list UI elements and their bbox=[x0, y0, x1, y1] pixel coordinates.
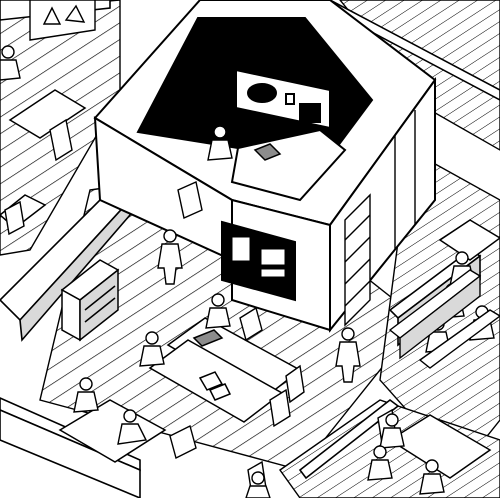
display-screen-3 bbox=[261, 269, 285, 277]
wall-bottom-right bbox=[298, 398, 400, 480]
bench-right bbox=[388, 269, 500, 369]
tables bbox=[0, 89, 500, 479]
wall-art-circle bbox=[247, 83, 277, 103]
chair-1 bbox=[239, 306, 263, 342]
meeting-cube bbox=[93, 0, 437, 333]
papers-3 bbox=[208, 383, 232, 401]
papers-1 bbox=[192, 329, 224, 347]
chair-4 bbox=[169, 424, 197, 460]
wall-left-long-face bbox=[19, 197, 131, 342]
chair-2 bbox=[285, 364, 305, 404]
wall-art-box bbox=[299, 103, 321, 123]
table-left-top bbox=[8, 89, 87, 139]
chair-5 bbox=[49, 118, 73, 162]
person-standing-right bbox=[335, 327, 361, 383]
person-standing-center bbox=[157, 229, 183, 285]
filing-cabinet bbox=[60, 259, 120, 342]
chair-3 bbox=[269, 388, 291, 428]
person-seated-bottom-right-3 bbox=[419, 459, 445, 495]
person-seated-bottom-right-2 bbox=[367, 445, 393, 481]
person-seated-table-2 bbox=[139, 331, 165, 367]
person-seated-bottom-2 bbox=[117, 409, 148, 445]
display-screen-2 bbox=[261, 249, 285, 265]
person-seated-bottom-center bbox=[245, 471, 271, 498]
person-seated-top-left bbox=[0, 45, 21, 81]
person-seated-cube bbox=[207, 125, 233, 161]
cube-side-shelves bbox=[344, 193, 371, 327]
person-seated-table-1 bbox=[205, 293, 231, 329]
interior-paper bbox=[253, 143, 282, 161]
wall-poster bbox=[29, 0, 96, 41]
papers-2 bbox=[198, 371, 224, 391]
chair-6 bbox=[4, 200, 25, 236]
person-seated-bottom-1 bbox=[73, 377, 99, 413]
person-seated-bottom-right-1 bbox=[379, 413, 405, 449]
wall-art-small bbox=[285, 93, 295, 105]
chair-7 bbox=[177, 181, 203, 219]
display-screen-1 bbox=[232, 237, 250, 261]
